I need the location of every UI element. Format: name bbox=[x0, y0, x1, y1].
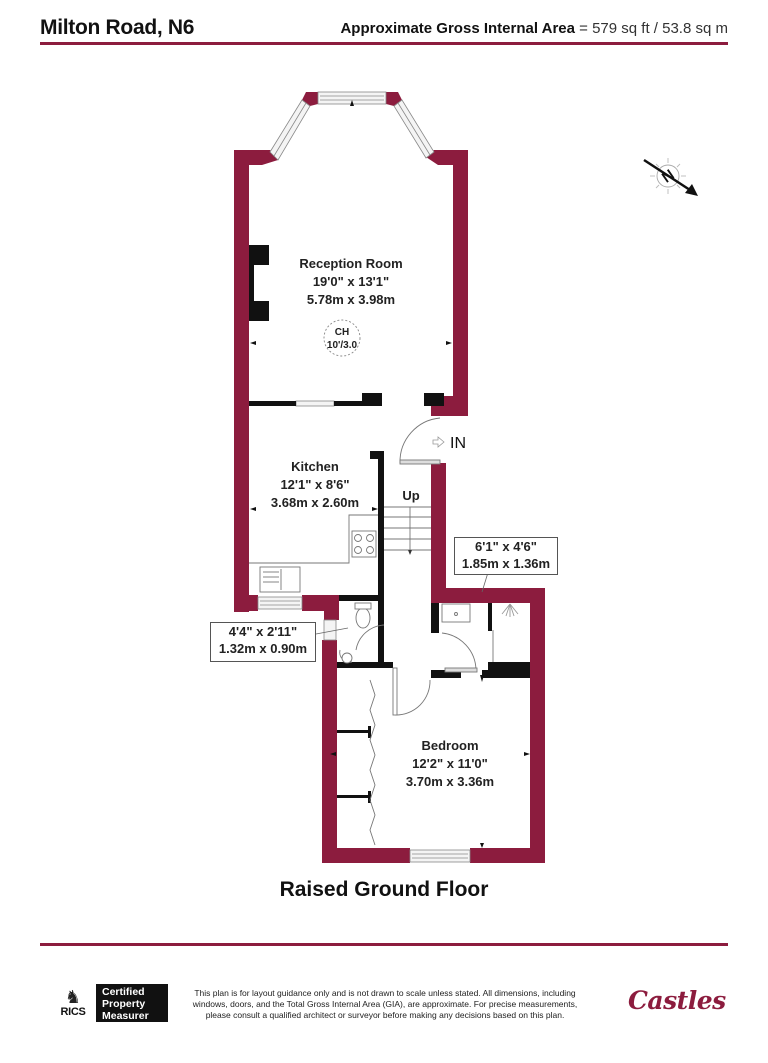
room-kitchen: Kitchen 12'1" x 8'6" 3.68m x 2.60m bbox=[271, 459, 359, 510]
internal-walls bbox=[249, 245, 530, 803]
wall-reception-left bbox=[234, 150, 249, 612]
cert-line-2: Property bbox=[102, 998, 146, 1010]
bathroom-imperial: 6'1" x 4'6" bbox=[475, 539, 537, 554]
wc-toilet bbox=[355, 607, 371, 629]
fixtures bbox=[249, 417, 519, 846]
area-label: Approximate Gross Internal Area bbox=[340, 20, 575, 37]
entrance-marker: IN bbox=[432, 435, 466, 452]
wall-wc-bottom bbox=[337, 662, 393, 668]
castles-logo: Castles bbox=[628, 986, 726, 1015]
stairs-label: Up bbox=[402, 488, 419, 503]
area-equals: = bbox=[579, 20, 588, 37]
property-title: Milton Road, N6 bbox=[40, 16, 195, 39]
bedroom-door-swing bbox=[394, 679, 431, 716]
chimney-breast bbox=[362, 393, 382, 406]
entrance-door-leaf bbox=[399, 459, 441, 465]
wc-imperial: 4'4" x 2'11" bbox=[228, 624, 298, 639]
window-bedroom bbox=[409, 849, 471, 863]
reception-metric: 5.78m x 3.98m bbox=[307, 292, 395, 307]
staircase bbox=[384, 506, 431, 555]
rics-text: RICS bbox=[60, 1006, 86, 1018]
kitchen-metric: 3.68m x 2.60m bbox=[271, 495, 359, 510]
wall-bedroom-bottom-right bbox=[470, 848, 545, 863]
shower-icon bbox=[501, 603, 519, 617]
kitchen-worktop bbox=[249, 514, 378, 564]
bathroom-dimensions: 6'1" x 4'6" 1.85m x 1.36m bbox=[454, 537, 558, 575]
reception-name: Reception Room bbox=[299, 256, 402, 271]
wall-bedroom-bottom-left bbox=[322, 848, 410, 863]
kitchen-imperial: 12'1" x 8'6" bbox=[280, 477, 349, 492]
area-value: 579 sq ft / 53.8 sq m bbox=[592, 20, 728, 37]
wall-bay-top-left bbox=[302, 92, 318, 106]
footer: ♞ RICS Certified Property Measurer This … bbox=[0, 980, 768, 1030]
entrance-arrow-icon bbox=[432, 436, 445, 448]
cert-line-3: Measurer bbox=[102, 1010, 149, 1022]
wall-bay-top-right bbox=[386, 92, 402, 106]
wall-hall-right bbox=[431, 463, 446, 603]
bath-basin bbox=[441, 603, 471, 623]
wall-bath-right bbox=[530, 588, 545, 863]
bath-door-swing bbox=[441, 632, 477, 671]
window-kitchen bbox=[257, 596, 303, 610]
wall-wc-pier bbox=[324, 595, 339, 620]
wardrobe-doors bbox=[369, 679, 376, 846]
wall-reception-right bbox=[453, 150, 468, 410]
footer-rule bbox=[40, 943, 728, 946]
wall-wc-top bbox=[339, 595, 384, 601]
wall-wc-right bbox=[378, 595, 384, 623]
gross-internal-area: Approximate Gross Internal Area = 579 sq… bbox=[340, 20, 728, 37]
ceiling-height-marker: CH 10'/3.0 bbox=[323, 319, 361, 357]
wall-bath-left bbox=[431, 603, 439, 633]
ceiling-height-label: CH bbox=[335, 327, 349, 338]
kitchen-sink bbox=[259, 566, 301, 593]
wall-kitchen-hall bbox=[378, 456, 384, 650]
wardrobe-divider-2 bbox=[337, 795, 371, 798]
window-reception-internal bbox=[295, 400, 335, 407]
wall-bay-left-corner bbox=[234, 150, 278, 165]
ceiling-height-value: 10'/3.0 bbox=[327, 340, 358, 351]
bedroom-metric: 3.70m x 3.36m bbox=[406, 774, 494, 789]
reception-imperial: 19'0" x 13'1" bbox=[313, 274, 389, 289]
wall-bath-bottom bbox=[431, 670, 461, 678]
wall-reception-kitchen bbox=[249, 401, 296, 406]
bedroom-imperial: 12'2" x 11'0" bbox=[412, 756, 488, 771]
entrance-label: IN bbox=[450, 435, 466, 452]
header-rule bbox=[40, 42, 728, 45]
wall-bath-partition bbox=[488, 603, 492, 631]
lion-icon: ♞ bbox=[64, 987, 82, 1007]
header: Milton Road, N6 Approximate Gross Intern… bbox=[40, 14, 728, 44]
floor-label: Raised Ground Floor bbox=[279, 878, 489, 901]
wall-entry-pier bbox=[431, 404, 446, 416]
window-wc bbox=[323, 619, 337, 641]
kitchen-name: Kitchen bbox=[291, 459, 339, 474]
entrance-door-swing bbox=[399, 417, 441, 464]
compass-north-icon: N bbox=[643, 158, 698, 196]
bathroom-metric: 1.85m x 1.36m bbox=[461, 556, 551, 571]
room-bedroom: Bedroom 12'2" x 11'0" 3.70m x 3.36m bbox=[406, 738, 494, 789]
bedroom-name: Bedroom bbox=[421, 738, 478, 753]
wardrobe-divider-1 bbox=[337, 730, 371, 733]
wall-bath-top bbox=[431, 588, 545, 603]
wall-wc-left bbox=[322, 640, 337, 863]
wc-door-swing bbox=[355, 624, 385, 651]
room-reception: Reception Room 19'0" x 13'1" 5.78m x 3.9… bbox=[299, 256, 402, 307]
wc-metric: 1.32m x 0.90m bbox=[218, 641, 308, 656]
cert-line-1: Certified bbox=[102, 986, 145, 998]
wall-kitchen-bottom-left bbox=[234, 595, 258, 611]
certified-property-measurer-badge: Certified Property Measurer bbox=[96, 984, 168, 1022]
dimension-arrows bbox=[250, 100, 530, 848]
rics-logo: ♞ RICS bbox=[56, 988, 90, 1020]
wc-dimensions: 4'4" x 2'11" 1.32m x 0.90m bbox=[210, 622, 316, 662]
external-walls bbox=[234, 92, 545, 863]
disclaimer: This plan is for layout guidance only an… bbox=[192, 988, 578, 1020]
